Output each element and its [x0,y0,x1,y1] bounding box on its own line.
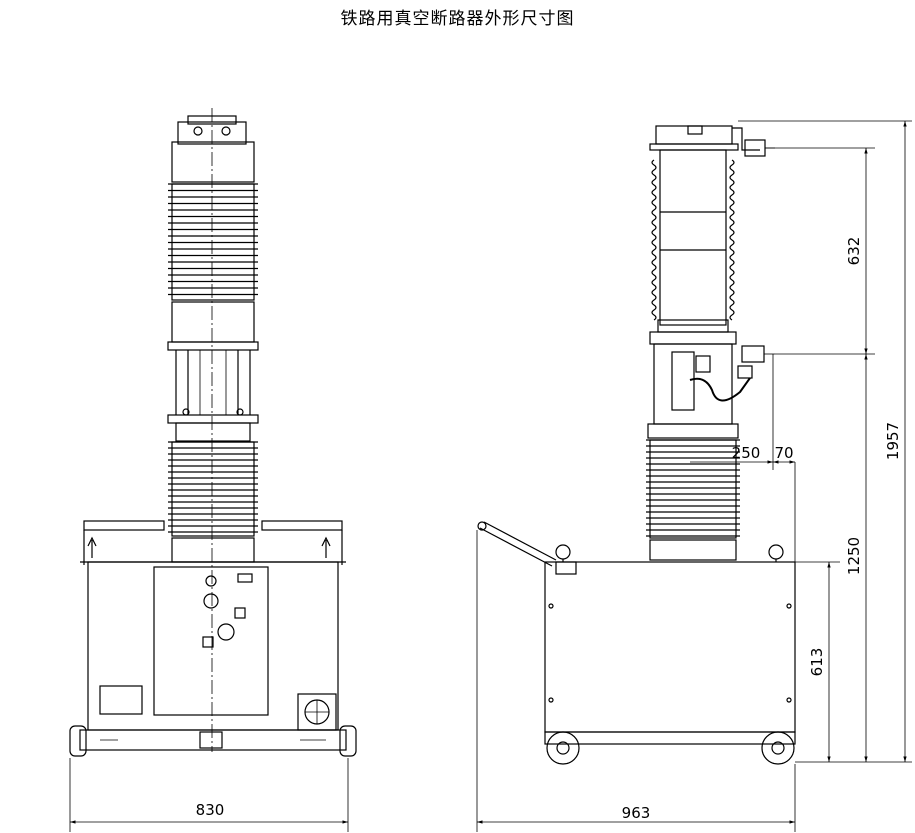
side-lower-insulator [646,439,740,539]
side-base-flange [649,539,737,561]
front-base-rail [69,725,357,757]
front-view [69,108,357,757]
front-cabinet [80,561,346,731]
drawing-title: 铁路用真空断路器外形尺寸图 [340,9,575,29]
total-height-label: 1957 [884,422,902,460]
front-width-dimension: 830 [69,758,349,832]
side-width-dimension: 963 [476,530,796,832]
offset-250-label: 250 [732,444,761,462]
flange-height-label: 1250 [845,537,863,575]
vertical-dimensions: 632 1250 1957 613 [738,120,912,763]
box-height-label: 613 [808,648,826,677]
side-width-label: 963 [622,804,651,822]
front-width-label: 830 [196,801,225,819]
front-top-terminal [171,115,255,183]
offset-70-label: 70 [774,444,793,462]
side-wheels [544,731,796,765]
side-top-terminal [649,125,775,157]
side-tow-handle [477,521,557,567]
front-lower-insulator [168,441,258,537]
front-base-flange [171,537,255,563]
front-upper-insulator [168,183,258,301]
terminal-offset-dimensions: 250 70 [690,354,796,562]
side-cabinet [544,561,796,733]
side-upper-column [651,149,735,333]
front-mid-section [167,301,259,442]
front-handles [83,520,343,565]
side-mechanism [647,331,775,439]
terminal-spacing-label: 632 [845,237,863,266]
